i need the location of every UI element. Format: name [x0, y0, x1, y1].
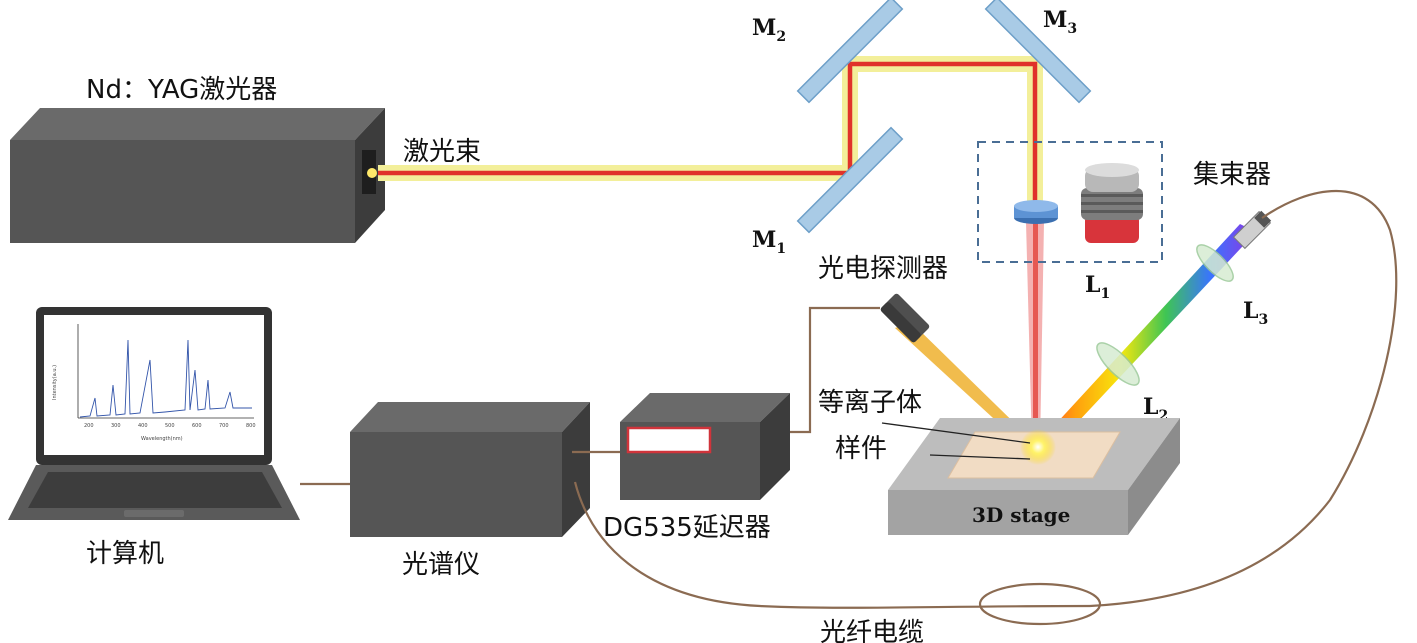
- 3d-stage: [888, 418, 1180, 535]
- detector-to-delay-cable: [790, 306, 880, 434]
- laser-beam-path: [378, 56, 1044, 448]
- x-tick: 200: [84, 423, 94, 429]
- photodetector-label: 光电探测器: [818, 254, 948, 284]
- mirror-m2-label: M2: [752, 15, 786, 45]
- signal-cables: [300, 189, 1398, 626]
- lens-l3: [1196, 244, 1234, 282]
- computer-label: 计算机: [86, 539, 164, 569]
- lens-l3-label: L3: [1243, 298, 1268, 328]
- mirror-m1: [796, 126, 904, 234]
- laptop-keyboard: [28, 472, 282, 508]
- screen-spectrum-plot: 200 300 400 500 600 700 800 Wavelength(n…: [52, 324, 256, 442]
- laser-device: [10, 108, 385, 243]
- plasma-pointer: [881, 422, 1031, 444]
- screen-ylabel: Intensity(a.u.): [52, 365, 58, 400]
- x-tick: 800: [246, 423, 256, 429]
- mirror-m1-label: M1: [752, 227, 786, 257]
- x-tick: 700: [219, 423, 229, 429]
- mirror-m2: [796, 0, 904, 104]
- delay-generator-label: DG535延迟器: [603, 513, 771, 543]
- x-tick: 300: [111, 423, 121, 429]
- fiber-cable-label: 光纤电缆: [820, 618, 924, 643]
- spectrometer-label: 光谱仪: [402, 550, 480, 580]
- focus-lens-enclosure: [977, 141, 1163, 263]
- delay-generator: [620, 393, 790, 500]
- lens-l2: [1096, 342, 1140, 386]
- fiber-cable-lower: [573, 481, 1091, 609]
- x-tick: 400: [138, 423, 148, 429]
- laptop-screen: [44, 315, 264, 455]
- delay-display: [626, 426, 712, 454]
- laser-beam-label: 激光束: [403, 137, 481, 167]
- plasma-label: 等离子体: [818, 388, 922, 418]
- laptop-touchpad: [124, 510, 184, 517]
- stage-label: 3D stage: [972, 503, 1070, 527]
- lens-l1-label: L1: [1085, 272, 1110, 302]
- spectrometer: [350, 402, 590, 537]
- lens-l2-label: L2: [1143, 394, 1168, 424]
- mirror-m3: [984, 0, 1092, 104]
- x-tick: 600: [192, 423, 202, 429]
- fiber-cable-upper: [1089, 189, 1398, 608]
- plasma-emission-beam: [1030, 224, 1256, 456]
- sample-pointer: [929, 454, 1031, 460]
- fiber-cable-coil: [978, 582, 1102, 626]
- plasma-spark: [1020, 429, 1056, 465]
- x-tick: 500: [165, 423, 175, 429]
- computer-laptop: 200 300 400 500 600 700 800 Wavelength(n…: [8, 307, 300, 520]
- screen-xlabel: Wavelength(nm): [141, 436, 183, 442]
- collimator-label: 集束器: [1193, 160, 1271, 190]
- sample-label: 样件: [835, 434, 887, 464]
- photodetector: [880, 293, 930, 343]
- laser-label: Nd：YAG激光器: [86, 75, 277, 105]
- mirror-m3-label: M3: [1043, 7, 1077, 37]
- objective-lens-icon: [1081, 163, 1143, 243]
- focus-lens-l1: [1014, 200, 1058, 224]
